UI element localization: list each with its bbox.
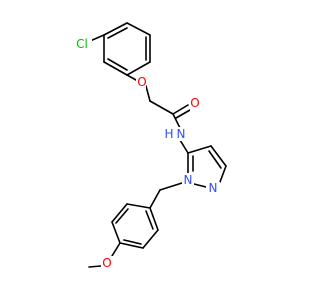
bond-o-ch2 <box>145 85 151 102</box>
bond-ring2-a <box>126 203 151 209</box>
bond-ring1-d1 <box>107 27 128 39</box>
atom-label-o-carbonyl: O <box>190 96 199 110</box>
bond-nh-c5 <box>179 139 189 154</box>
bond-ring2-f <box>149 207 159 231</box>
bond-c3-n2 <box>219 165 227 183</box>
atom-label-n2-pyrazole: N <box>209 181 218 195</box>
bond-ring1-o <box>126 74 137 81</box>
bond-c4-c3-d <box>208 150 222 169</box>
bond-ch2-ring2 <box>149 189 161 209</box>
bond-ring1-e <box>103 61 128 76</box>
molecule-structure-diagram: Cl O O H N N N O <box>74 22 227 270</box>
bond-ring2-b <box>111 203 128 223</box>
bond-c-o-2 <box>175 109 191 119</box>
bond-n2-n1 <box>193 183 207 188</box>
bond-c4-c3 <box>210 145 227 167</box>
bond-ring1-d <box>126 61 151 76</box>
bond-n1-ch2 <box>159 182 183 191</box>
bond-ring2-e <box>142 229 159 249</box>
bond-c5-c4 <box>187 145 212 154</box>
bond-o-ch3 <box>88 265 102 268</box>
atom-label-o-methoxy: O <box>102 256 111 270</box>
bond-co-nh <box>172 113 181 129</box>
bond-ring2-d2 <box>123 239 142 245</box>
bond-ring2-c <box>111 221 121 244</box>
atom-label-n1-pyrazole: N <box>184 173 193 187</box>
bond-ring2-d3 <box>145 210 154 230</box>
bond-ring2-o <box>111 242 121 257</box>
atom-label-cl: Cl <box>76 37 88 51</box>
bonds <box>88 22 227 268</box>
atom-labels: Cl O O H N N N O <box>74 37 220 270</box>
bond-ring1-b <box>126 22 151 36</box>
bond-ring2-d <box>119 242 144 249</box>
bond-cl-c <box>89 34 105 42</box>
bond-ring1-a <box>103 22 128 36</box>
bond-c-o-1 <box>172 104 189 115</box>
bond-ring2-d1 <box>115 208 129 224</box>
bond-ch2-co <box>149 100 174 115</box>
atom-label-n-amide: N <box>177 127 186 141</box>
atom-label-o-ether: O <box>137 75 146 89</box>
atom-label-h-amide: H <box>164 127 173 141</box>
bond-ring1-d3 <box>107 58 128 71</box>
